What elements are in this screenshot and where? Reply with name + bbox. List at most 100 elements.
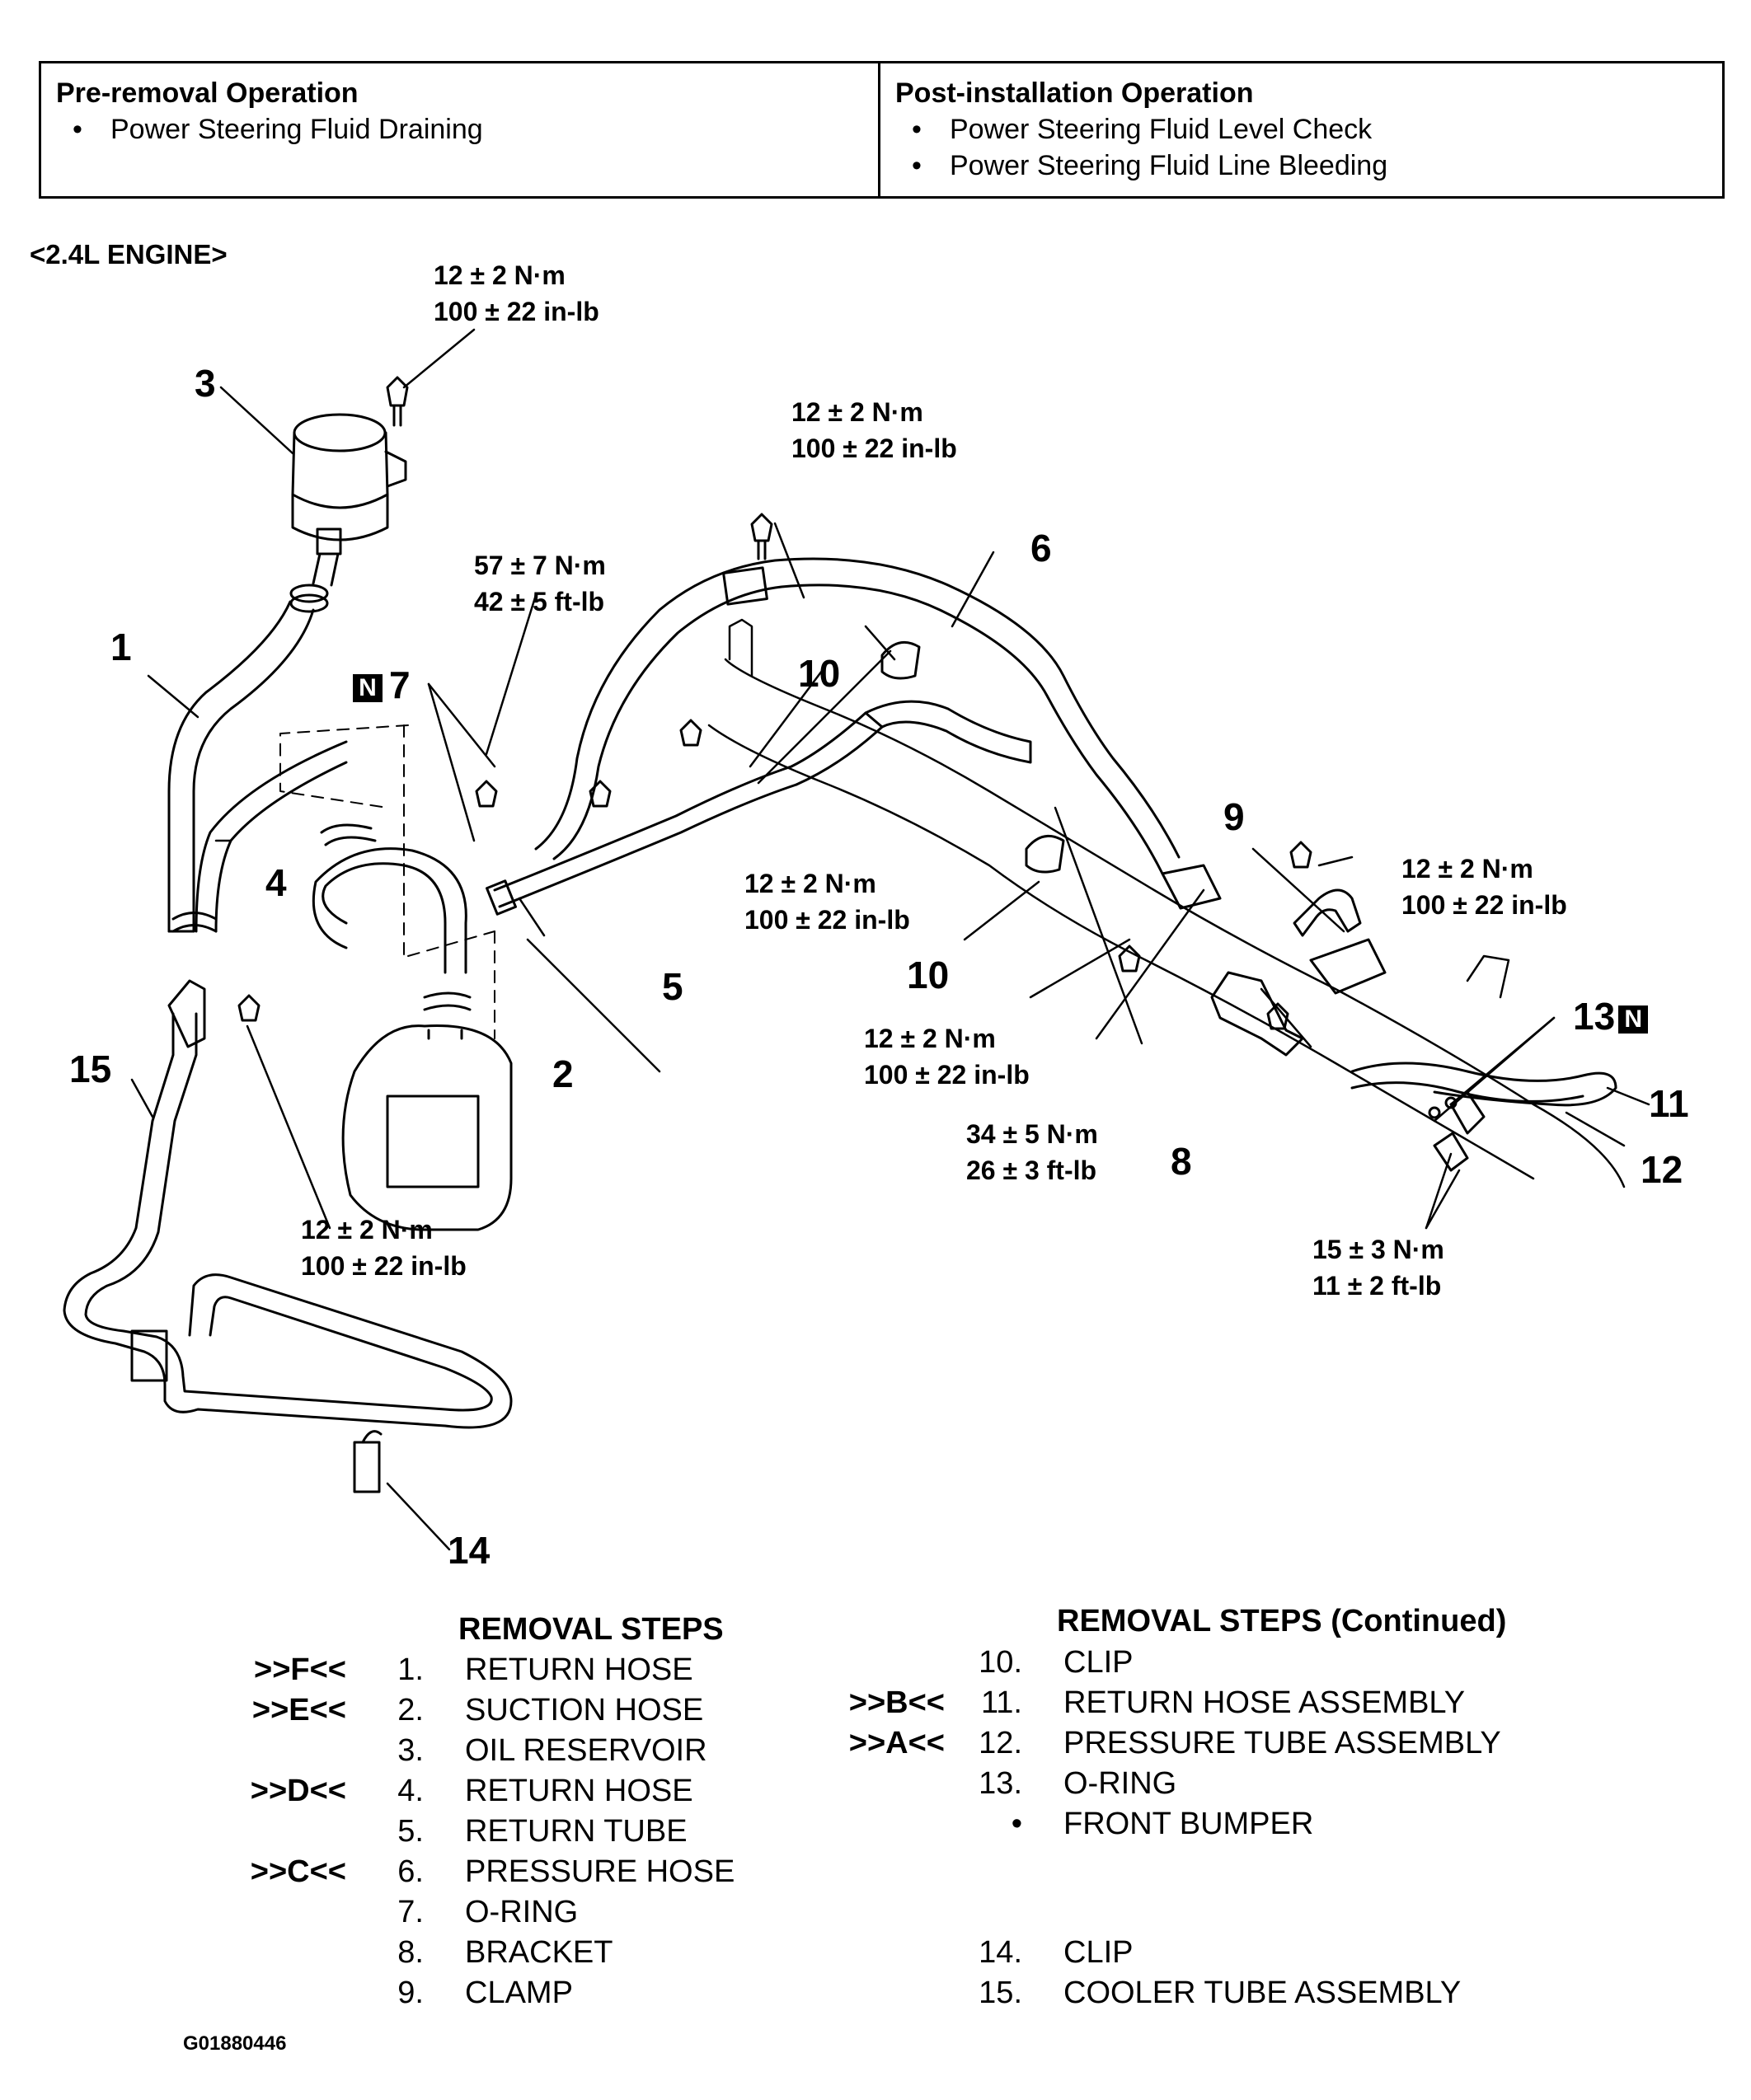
step-label: PRESSURE TUBE ASSEMBLY xyxy=(1063,1726,1501,1760)
callout-11: 11 xyxy=(1649,1082,1689,1125)
n-mark: N xyxy=(353,673,383,702)
step-number: 6. xyxy=(397,1854,424,1889)
removal-step: >>C<< 6. PRESSURE HOSE xyxy=(231,1852,735,1891)
torque-imperial: 100 ± 22 in-lb xyxy=(1401,890,1567,920)
step-label: FRONT BUMPER xyxy=(1063,1807,1314,1841)
step-label: O-RING xyxy=(465,1895,579,1929)
removal-steps-continued-title: REMOVAL STEPS (Continued) xyxy=(1057,1604,1507,1638)
callout-13-number: 13 xyxy=(1573,995,1616,1038)
torque-metric: 15 ± 3 N·m xyxy=(1312,1235,1444,1264)
torque-imperial: 26 ± 3 ft-lb xyxy=(966,1155,1097,1185)
torque-imperial: 100 ± 22 in-lb xyxy=(744,905,910,935)
leader-lines-drawing xyxy=(130,328,1650,1551)
removal-step: 9.CLAMP xyxy=(231,1973,573,2013)
torque-metric: 12 ± 2 N·m xyxy=(434,260,566,290)
step-label: RETURN HOSE ASSEMBLY xyxy=(1063,1685,1466,1720)
post-installation-item-text: Power Steering Fluid Line Bleeding xyxy=(950,150,1388,181)
clips-drawing xyxy=(880,640,1065,874)
removal-step: >>F<< 1. RETURN HOSE xyxy=(231,1650,693,1690)
step-code: >>E<< xyxy=(251,1693,346,1727)
torque-metric: 12 ± 2 N·m xyxy=(791,397,923,427)
torque-gear: 15 ± 3 N·m 11 ± 2 ft-lb xyxy=(1312,1231,1444,1304)
torque-imperial: 100 ± 22 in-lb xyxy=(301,1251,467,1281)
step-number: 1. xyxy=(397,1652,424,1687)
step-label: OIL RESERVOIR xyxy=(465,1733,707,1768)
removal-step: 3. OIL RESERVOIR xyxy=(231,1731,707,1770)
callout-15: 15 xyxy=(69,1048,112,1090)
torque-metric: 12 ± 2 N·m xyxy=(864,1024,996,1053)
step-number: 2. xyxy=(397,1693,424,1727)
post-installation-item: •Power Steering Fluid Level Check xyxy=(912,114,1373,145)
step-number: 9. xyxy=(397,1976,424,2010)
removal-step: 14.CLIP xyxy=(829,1933,1133,1972)
step-code: >>C<< xyxy=(250,1854,346,1889)
pre-removal-title: Pre-removal Operation xyxy=(56,77,359,109)
callout-12: 12 xyxy=(1641,1148,1683,1191)
operations-table: Pre-removal Operation •Power Steering Fl… xyxy=(39,61,1725,199)
power-steering-diagram xyxy=(63,328,1650,1551)
step-label: PRESSURE HOSE xyxy=(465,1854,735,1889)
callout-9: 9 xyxy=(1223,795,1245,838)
step-number: 13. xyxy=(979,1766,1022,1801)
callout-10-lower: 10 xyxy=(907,954,950,996)
torque-flare: 34 ± 5 N·m 26 ± 3 ft-lb xyxy=(966,1116,1098,1188)
removal-step: 7.O-RING xyxy=(231,1892,578,1932)
removal-step: >>B<< 11. RETURN HOSE ASSEMBLY xyxy=(829,1683,1465,1723)
step-label: RETURN HOSE xyxy=(465,1774,693,1808)
step-label: CLIP xyxy=(1063,1645,1134,1680)
return-and-pressure-tubes-drawing xyxy=(1350,1062,1617,1172)
callout-8: 8 xyxy=(1171,1140,1192,1183)
callout-7-number: 7 xyxy=(389,663,411,706)
torque-metric: 34 ± 5 N·m xyxy=(966,1119,1098,1149)
return-hoses-drawing xyxy=(167,584,348,933)
cooler-tube-drawing xyxy=(63,912,513,1493)
callout-6: 6 xyxy=(1030,527,1052,570)
suction-hose-and-pump-drawing xyxy=(312,823,513,1231)
step-label: COOLER TUBE ASSEMBLY xyxy=(1063,1976,1462,2010)
removal-step: >>D<<4.RETURN HOSE xyxy=(231,1771,693,1811)
torque-imperial: 100 ± 22 in-lb xyxy=(434,297,599,326)
removal-step: 15. COOLER TUBE ASSEMBLY xyxy=(829,1973,1461,2013)
leader-dashes-drawing xyxy=(279,724,495,1039)
callout-3: 3 xyxy=(195,362,216,405)
pre-removal-item-text: Power Steering Fluid Draining xyxy=(110,114,483,145)
removal-step: 10.CLIP xyxy=(829,1643,1133,1682)
callout-1: 1 xyxy=(110,626,132,668)
step-code: >>B<< xyxy=(848,1685,945,1720)
clamp-and-bracket-drawing xyxy=(1210,888,1387,1057)
torque-metric: 12 ± 2 N·m xyxy=(301,1215,433,1245)
step-label: CLIP xyxy=(1063,1935,1134,1970)
step-number: 4. xyxy=(397,1774,424,1808)
post-installation-item-text: Power Steering Fluid Level Check xyxy=(950,114,1373,145)
step-code: >>A<< xyxy=(848,1726,945,1760)
return-tube-drawing xyxy=(486,700,1032,916)
step-label: O-RING xyxy=(1063,1766,1177,1801)
callout-14: 14 xyxy=(448,1529,491,1572)
step-number: 3. xyxy=(397,1733,424,1768)
removal-step: 13. O-RING xyxy=(829,1764,1176,1803)
removal-steps-title: REMOVAL STEPS xyxy=(458,1612,724,1647)
callout-10-upper: 10 xyxy=(798,652,841,695)
removal-step: •FRONT BUMPER xyxy=(829,1804,1314,1844)
step-code: >>F<< xyxy=(254,1652,346,1687)
torque-imperial: 11 ± 2 ft-lb xyxy=(1312,1271,1442,1301)
post-installation-title: Post-installation Operation xyxy=(895,77,1254,109)
removal-step: 8.BRACKET xyxy=(231,1933,613,1972)
step-label: SUCTION HOSE xyxy=(465,1693,704,1727)
step-number: 11. xyxy=(980,1685,1022,1720)
callout-4: 4 xyxy=(265,861,287,904)
step-label: BRACKET xyxy=(465,1935,613,1970)
callout-5: 5 xyxy=(662,965,683,1008)
step-label: RETURN TUBE xyxy=(465,1814,688,1849)
pre-removal-item: •Power Steering Fluid Draining xyxy=(73,114,483,145)
step-label: RETURN HOSE xyxy=(465,1652,693,1687)
pressure-hose-drawing xyxy=(534,557,1222,910)
step-number: 15. xyxy=(979,1976,1022,2010)
pre-removal-column: Pre-removal Operation •Power Steering Fl… xyxy=(41,63,880,196)
post-installation-item: •Power Steering Fluid Line Bleeding xyxy=(912,150,1388,181)
torque-reservoir: 12 ± 2 N·m 100 ± 22 in-lb xyxy=(434,257,599,330)
